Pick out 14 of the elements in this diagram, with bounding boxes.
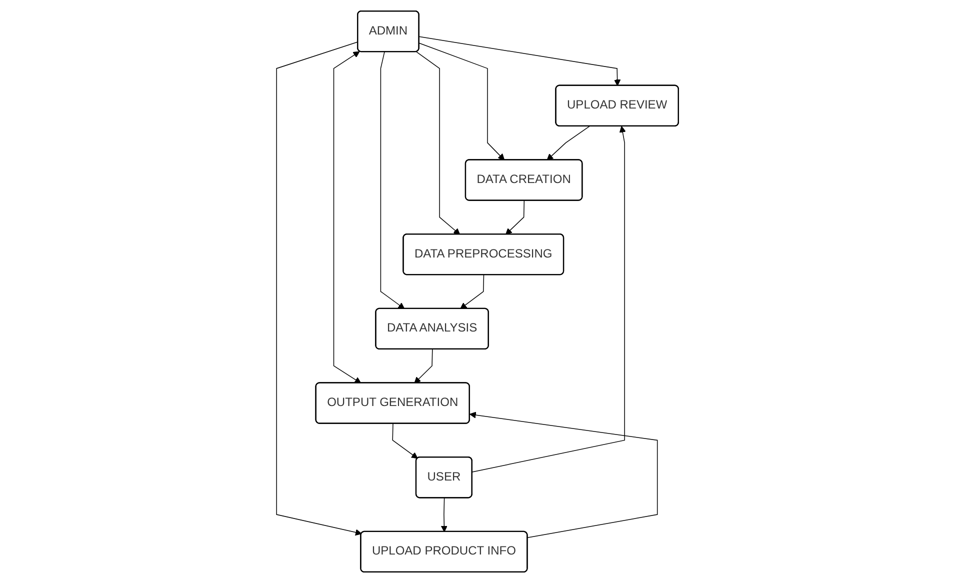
arrow bbox=[392, 423, 418, 459]
arrow bbox=[416, 51, 460, 235]
arrow bbox=[440, 498, 448, 532]
arrow bbox=[472, 126, 626, 472]
arrow bbox=[276, 41, 362, 536]
arrow bbox=[380, 52, 405, 310]
arrow bbox=[460, 274, 484, 310]
arrow bbox=[333, 51, 362, 384]
arrow bbox=[506, 200, 525, 235]
arrow bbox=[418, 36, 621, 86]
arrow bbox=[469, 412, 658, 538]
arrow bbox=[418, 42, 505, 160]
arrow bbox=[414, 348, 433, 384]
arrow bbox=[546, 126, 590, 160]
